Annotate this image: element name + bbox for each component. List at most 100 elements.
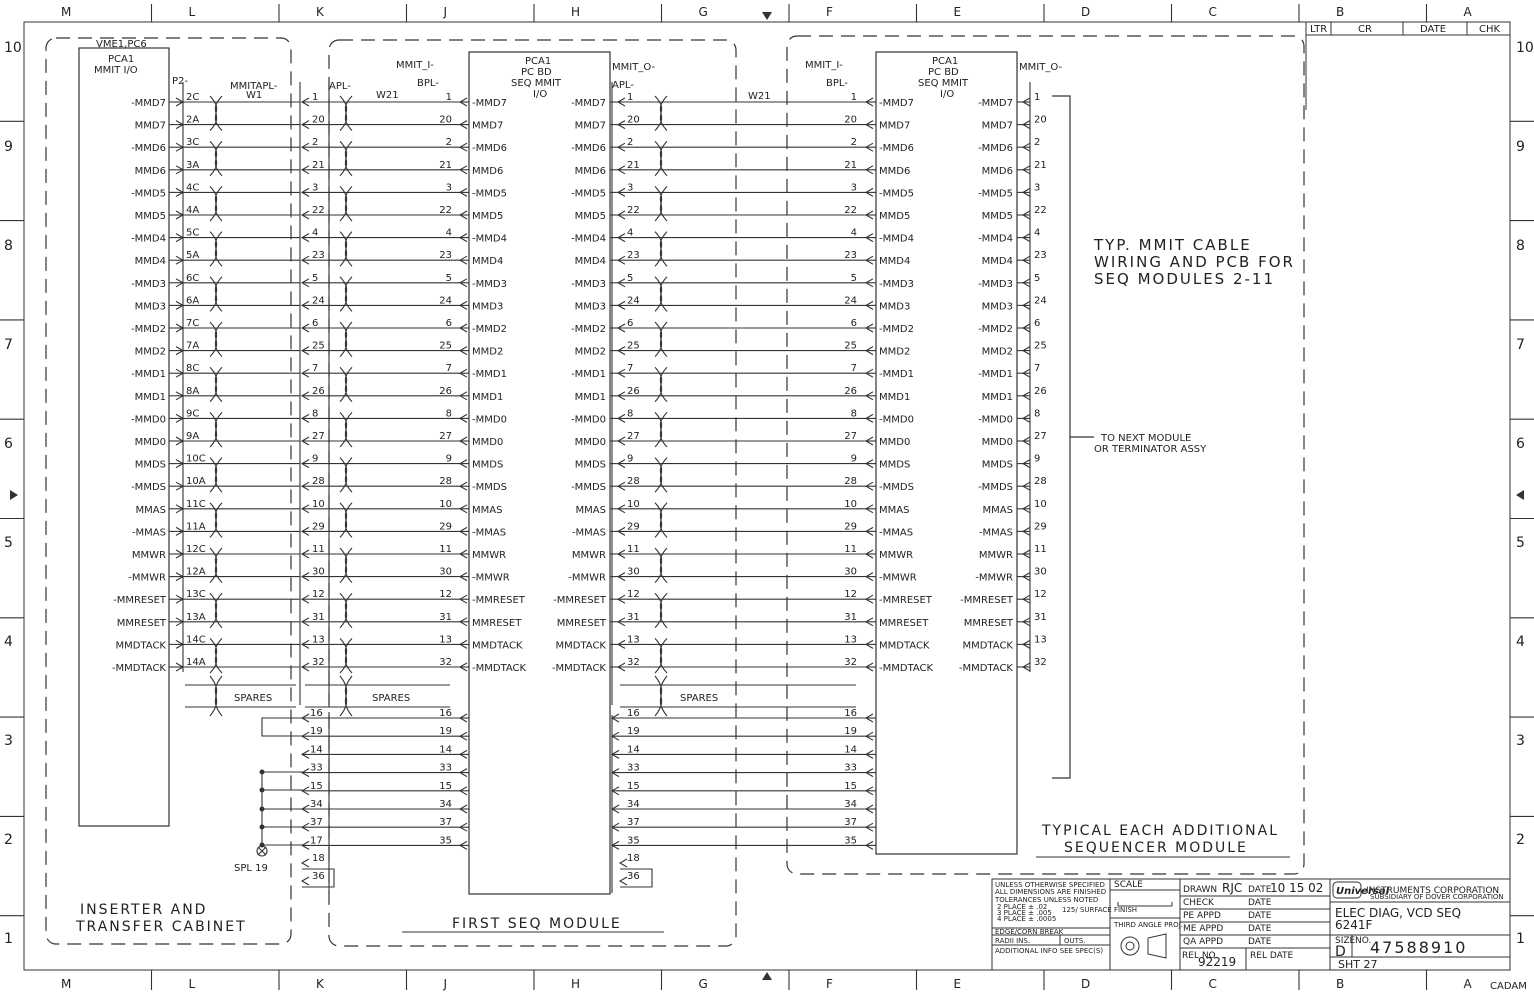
p2-pin-label: 7C <box>186 318 199 329</box>
first-pcb-line-1: PCA1 <box>525 56 551 67</box>
lower-bpl-pin-label: 19 <box>439 726 452 737</box>
typ-out-pin-label: 25 <box>1034 341 1047 352</box>
mmit-o-pin-label: 12 <box>627 589 640 600</box>
splice-x <box>257 846 267 856</box>
bpl-pin-label: 24 <box>439 295 452 306</box>
drawn-date-value: 10 15 02 <box>1270 881 1323 895</box>
typ-bpl-pin-label: 4 <box>851 228 857 239</box>
scale-label: SCALE <box>1114 880 1143 890</box>
twisted-pair-icon <box>339 231 353 267</box>
lower-bpl-pin-label: 14 <box>439 744 452 755</box>
mmit-o-pin-label: 11 <box>627 544 640 555</box>
typ-pcb-in-label: -MMD3 <box>879 279 914 290</box>
typ-bpl-pin-label: 6 <box>851 318 857 329</box>
cabinet-pca-box <box>78 47 170 827</box>
twisted-pair-icon <box>209 276 223 312</box>
next-module-note-1: TO NEXT MODULE <box>1100 433 1191 444</box>
twisted-pair-icon <box>654 140 668 177</box>
bpl-pin-label: 29 <box>439 521 452 532</box>
typ-pcb-line-2: PC BD <box>928 67 959 78</box>
twisted-pair-icon <box>209 638 223 674</box>
splice-icon <box>256 845 268 857</box>
apl-pin-label: 3 <box>312 182 318 193</box>
first-pcb-in-label: MMDTACK <box>472 640 523 651</box>
cabinet-signal-label: MMD5 <box>135 211 166 222</box>
first-pcb-in-label: -MMDS <box>472 482 507 493</box>
lower-apl-pin-label: 14 <box>310 744 323 755</box>
arrow-icon <box>616 459 626 469</box>
twisted-pair-icon <box>654 186 668 222</box>
typ-pcb-out-label: MMD5 <box>982 211 1013 222</box>
lower-out-pin-label: 16 <box>627 708 640 719</box>
cabinet-signal-label: -MMWR <box>128 573 166 584</box>
first-pcb-out-label: -MMD3 <box>571 279 606 290</box>
lower-typ-pin-label: 34 <box>844 799 857 810</box>
rel-date-label: REL DATE <box>1250 951 1294 961</box>
tol-line-3: TOLERANCES UNLESS NOTED <box>994 896 1098 904</box>
typ-pcb-in-label: MMWR <box>879 550 913 561</box>
typ-bpl-pin-label: 24 <box>844 295 857 306</box>
typ-pcb-out-label: MMD4 <box>982 256 1013 267</box>
twisted-pair-icon <box>339 366 353 403</box>
apl-pin-label: 30 <box>312 567 325 578</box>
cabinet-signal-label: -MMD3 <box>131 279 166 290</box>
first-pcb-out-label: MMRESET <box>557 618 607 629</box>
arrow-icon <box>1021 662 1031 672</box>
mmit-o-pin-label: 23 <box>627 250 640 261</box>
typ-bpl-pin-label: 7 <box>851 363 857 374</box>
p2-pin-label: 12A <box>186 567 206 578</box>
arrow-icon <box>1021 368 1031 378</box>
apl-pin-label: 29 <box>312 521 325 532</box>
typ-pcb-in-label: MMD7 <box>879 121 910 132</box>
mmit-o-pin-label: 9 <box>627 454 633 465</box>
arrow-icon <box>616 391 626 401</box>
arrow-icon <box>1021 413 1031 423</box>
arrow-icon <box>616 278 626 288</box>
typ-bpl-pin-label: 26 <box>844 386 857 397</box>
bpl-pin-label: 22 <box>439 205 452 216</box>
cabinet-signal-label: -MMD6 <box>131 143 166 154</box>
p2-pin-label: 12C <box>186 544 206 555</box>
zone-col-top-C: C <box>1209 5 1217 19</box>
apl-pin-label: 25 <box>312 341 325 352</box>
twisted-pair-icon <box>339 457 353 493</box>
tol-line-1: UNLESS OTHERWISE SPECIFIED <box>995 881 1105 889</box>
zone-col-top-D: D <box>1081 5 1090 19</box>
first-pcb-in-label: MMD4 <box>472 256 503 267</box>
extra-pin-label: 18 <box>312 853 325 864</box>
twisted-pair-icon <box>209 457 223 493</box>
typ-pcb-out-label: -MMD3 <box>978 279 1013 290</box>
first-pcb-in-label: MMD6 <box>472 166 503 177</box>
drawn-label: DRAWN <box>1183 885 1217 895</box>
twisted-pair-icon <box>209 231 223 267</box>
typ-pcb-in-label: MMD3 <box>879 301 910 312</box>
first-pcb-out-label: -MMRESET <box>553 595 607 606</box>
lower-apl-pin-label: 37 <box>310 817 323 828</box>
arrow-icon <box>1021 391 1031 401</box>
first-pcb-out-label: -MMD7 <box>571 98 606 109</box>
me-date-label: DATE <box>1248 924 1272 934</box>
arrow-icon <box>616 255 626 265</box>
lower-out-pin-label: 34 <box>627 799 640 810</box>
mmit-o-pin-label: 24 <box>627 295 640 306</box>
typ-note-2: WIRING AND PCB FOR <box>1094 253 1295 271</box>
typ-out-pin-label: 7 <box>1034 363 1040 374</box>
typ-pcb-out-label: -MMDTACK <box>959 663 1014 674</box>
typ-out-pin-label: 5 <box>1034 273 1040 284</box>
first-pcb-in-label: -MMD4 <box>472 234 507 245</box>
typ-bpl-pin-label: 32 <box>844 657 857 668</box>
first-pcb-out-label: MMD6 <box>575 166 606 177</box>
lower-typ-pin-label: 16 <box>844 708 857 719</box>
cabinet-signal-label: MMD2 <box>135 347 166 358</box>
first-mmit-i-label: MMIT_I- <box>396 60 434 71</box>
typ-bpl-pin-label: 23 <box>844 250 857 261</box>
mmit-o-pin-label: 27 <box>627 431 640 442</box>
cabinet-signal-label: -MMAS <box>132 527 166 538</box>
cabinet-signal-label: -MMD1 <box>131 369 166 380</box>
p2-pin-label: 2C <box>186 92 199 103</box>
zone-col-top-F: F <box>826 5 833 19</box>
